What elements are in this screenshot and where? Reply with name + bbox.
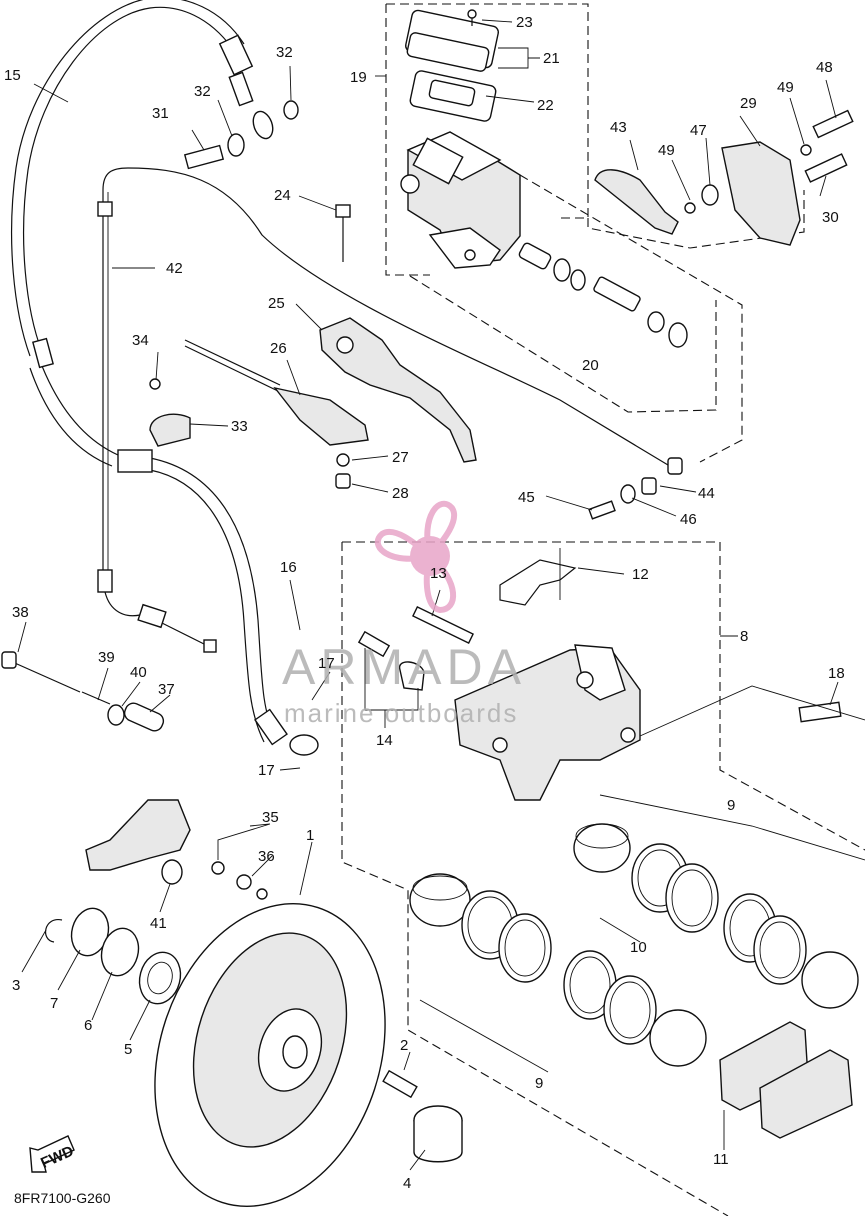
callout-29: 29 — [740, 95, 757, 112]
seal-kit — [518, 242, 688, 348]
callout-38: 38 — [12, 604, 29, 621]
callout-2: 2 — [400, 1037, 408, 1054]
callout-14: 14 — [376, 732, 393, 749]
callout-47: 47 — [690, 122, 707, 139]
callout-25: 25 — [268, 295, 285, 312]
callout-33: 33 — [231, 418, 248, 435]
pistons-and-seals — [409, 823, 859, 1067]
cable-42 — [97, 167, 669, 653]
caliper-group-outline — [341, 541, 865, 1216]
callout-16: 16 — [280, 559, 297, 576]
callout-6: 6 — [84, 1017, 92, 1034]
group-outlines — [341, 3, 865, 1216]
callout-28: 28 — [392, 485, 409, 502]
callout-7: 7 — [50, 995, 58, 1012]
forward-arrow: FWD — [29, 1135, 76, 1173]
callout-20: 20 — [582, 357, 599, 374]
callout-42: 42 — [166, 260, 183, 277]
callout-5: 5 — [124, 1041, 132, 1058]
lever-group-outline — [587, 190, 805, 249]
rings — [45, 907, 182, 1005]
callout-41: 41 — [150, 915, 167, 932]
callout-17-upper: 17 — [318, 655, 335, 672]
brake-disc — [154, 903, 463, 1207]
callout-32-upper: 32 — [276, 44, 293, 61]
callout-labels: 1 2 3 4 5 6 7 8 9 9 10 11 12 13 14 15 16… — [4, 14, 845, 1192]
callout-40: 40 — [130, 664, 147, 681]
master-cylinder-group-outline — [385, 3, 589, 276]
callout-30: 30 — [822, 209, 839, 226]
brake-hose — [11, 0, 319, 756]
brake-lever — [319, 204, 477, 463]
callout-49-lower: 49 — [658, 142, 675, 159]
callout-19: 19 — [350, 69, 367, 86]
diagram-code: 8FR7100-G260 — [14, 1190, 111, 1206]
right-lever — [594, 109, 854, 246]
callout-46: 46 — [680, 511, 697, 528]
hardware — [149, 100, 683, 520]
callout-4: 4 — [403, 1175, 411, 1192]
callout-11: 11 — [713, 1151, 729, 1168]
callout-45: 45 — [518, 489, 535, 506]
callout-15: 15 — [4, 67, 21, 84]
propeller-logo-icon — [374, 500, 457, 614]
rear-master-assembly — [1, 651, 268, 900]
callout-10: 10 — [630, 939, 647, 956]
watermark-tagline: marine outboards — [284, 698, 518, 728]
leader-lines — [17, 19, 865, 1171]
callout-13: 13 — [430, 565, 447, 582]
callout-21: 21 — [543, 50, 560, 67]
throttle-bracket — [184, 339, 369, 489]
callout-49-upper: 49 — [777, 79, 794, 96]
callout-37: 37 — [158, 681, 175, 698]
callout-34: 34 — [132, 332, 149, 349]
watermark-brand: ARMADA — [282, 639, 526, 695]
callout-43: 43 — [610, 119, 627, 136]
callout-35: 35 — [262, 809, 279, 826]
callout-9-lower: 9 — [535, 1075, 543, 1092]
callout-1: 1 — [306, 827, 314, 844]
callout-12: 12 — [632, 566, 649, 583]
callout-48: 48 — [816, 59, 833, 76]
master-cylinder — [400, 9, 521, 269]
callout-39: 39 — [98, 649, 115, 666]
callout-27: 27 — [392, 449, 409, 466]
seal-kit-outline — [409, 174, 743, 463]
callout-24: 24 — [274, 187, 291, 204]
callout-17-lower: 17 — [258, 762, 275, 779]
callout-26: 26 — [270, 340, 287, 357]
callout-36: 36 — [258, 848, 275, 865]
armada-watermark: ARMADA marine outboards — [282, 500, 526, 728]
brake-pads — [719, 1021, 853, 1139]
callout-3: 3 — [12, 977, 20, 994]
callout-44: 44 — [698, 485, 715, 502]
callout-8: 8 — [740, 628, 748, 645]
caliper — [357, 559, 842, 801]
callout-22: 22 — [537, 97, 554, 114]
callout-23: 23 — [516, 14, 533, 31]
callout-18: 18 — [828, 665, 845, 682]
callout-32-lower: 32 — [194, 83, 211, 100]
callout-9-upper: 9 — [727, 797, 735, 814]
callout-31: 31 — [152, 105, 169, 122]
